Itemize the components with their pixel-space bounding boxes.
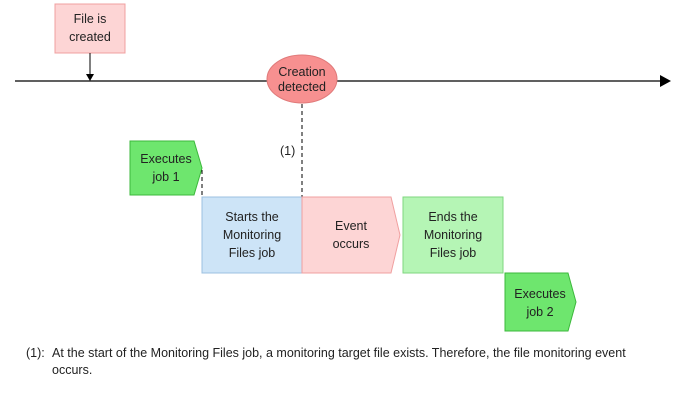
footnote-text: At the start of the Monitoring Files job…: [52, 346, 626, 377]
footnote-mark: (1):: [26, 346, 45, 360]
starts-monitoring-box: [201, 196, 303, 274]
starts-monitoring-node: Starts the Monitoring Files job: [201, 196, 303, 274]
executes-job2-line2: job 2: [525, 305, 553, 319]
event-occurs-shape: [301, 196, 401, 274]
creation-detected-ellipse: [266, 54, 338, 104]
file-created-node: File is created: [54, 3, 126, 54]
executes-job1-line2: job 1: [151, 170, 179, 184]
marker-1: (1): [280, 144, 295, 158]
ends-monitoring-line1: Ends the: [428, 210, 477, 224]
executes-job1-line1: Executes: [140, 152, 191, 166]
starts-monitoring-line2: Monitoring: [223, 228, 281, 242]
executes-job1-shape: [129, 140, 203, 196]
executes-job1-node: Executes job 1: [129, 140, 203, 196]
creation-detected-line2: detected: [278, 80, 326, 94]
ends-monitoring-box: [402, 196, 504, 274]
executes-job2-line1: Executes: [514, 287, 565, 301]
executes-job2-shape: [504, 272, 577, 332]
ends-monitoring-line2: Monitoring: [424, 228, 482, 242]
event-occurs-line1: Event: [335, 219, 367, 233]
ends-monitoring-line3: Files job: [430, 246, 477, 260]
creation-detected-node: Creation detected: [266, 54, 338, 104]
timeline-arrowhead: [660, 75, 671, 87]
file-created-arrowhead: [86, 74, 94, 81]
file-created-line1: File is: [74, 12, 107, 26]
ends-monitoring-node: Ends the Monitoring Files job: [402, 196, 504, 274]
event-occurs-line2: occurs: [333, 237, 370, 251]
starts-monitoring-line3: Files job: [229, 246, 276, 260]
executes-job2-node: Executes job 2: [504, 272, 577, 332]
file-created-line2: created: [69, 30, 111, 44]
creation-detected-line1: Creation: [278, 65, 325, 79]
event-occurs-node: Event occurs: [301, 196, 401, 274]
footnote: (1): At the start of the Monitoring File…: [26, 345, 646, 379]
starts-monitoring-line1: Starts the: [225, 210, 279, 224]
